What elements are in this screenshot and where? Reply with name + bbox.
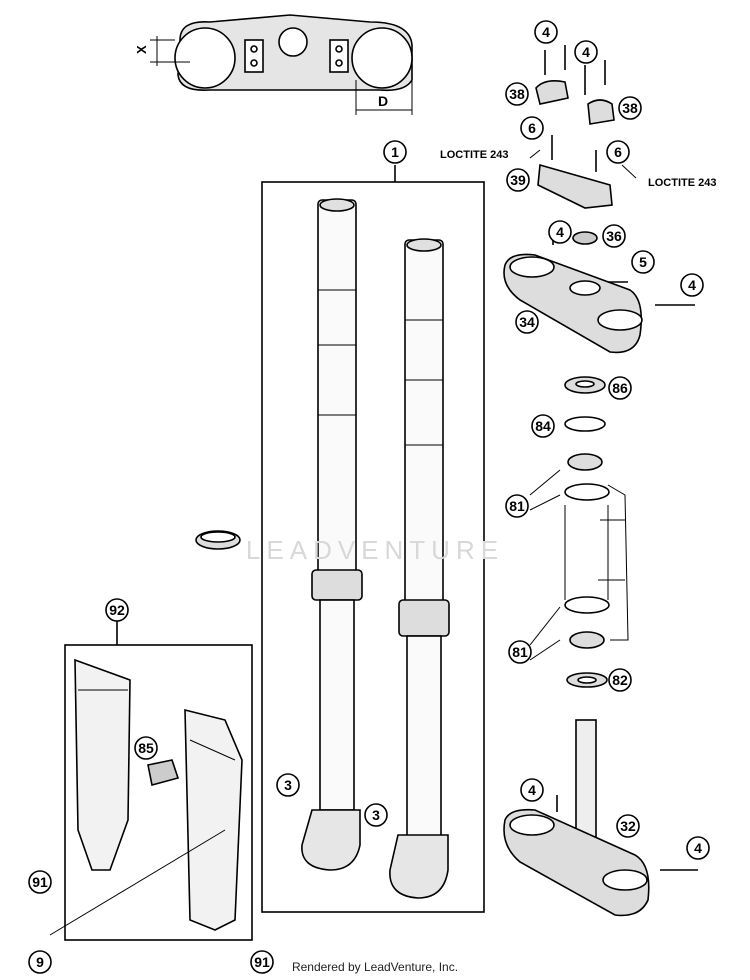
handlebar-clamps bbox=[535, 45, 615, 209]
callout-number: 3 bbox=[372, 807, 380, 823]
callout-number: 4 bbox=[542, 24, 550, 40]
callout-number: 4 bbox=[582, 44, 590, 60]
callout-c38b: 38 bbox=[618, 96, 642, 120]
callout-c92: 92 bbox=[105, 598, 129, 622]
callout-c3b: 3 bbox=[364, 803, 388, 827]
callouts: 1334444445669323436383839818182848586919… bbox=[28, 20, 710, 974]
callout-number: 4 bbox=[556, 224, 564, 240]
callout-c81a: 81 bbox=[505, 494, 529, 518]
callout-c38a: 38 bbox=[505, 82, 529, 106]
callout-number: 1 bbox=[391, 144, 399, 160]
dimension-x-label: X bbox=[134, 45, 149, 54]
callout-number: 81 bbox=[512, 644, 528, 660]
callout-c86: 86 bbox=[608, 376, 632, 400]
callout-number: 6 bbox=[528, 120, 536, 136]
fork-guard-box bbox=[64, 644, 253, 941]
steering-bearings bbox=[564, 376, 610, 688]
callout-c3a: 3 bbox=[276, 773, 300, 797]
callout-number: 3 bbox=[284, 777, 292, 793]
callout-c39: 39 bbox=[506, 168, 530, 192]
callout-number: 32 bbox=[620, 818, 636, 834]
callout-c85: 85 bbox=[134, 736, 158, 760]
callout-c1: 1 bbox=[383, 140, 407, 164]
watermark: LEADVENTURE bbox=[245, 535, 505, 565]
callout-c82: 82 bbox=[608, 668, 632, 692]
callout-number: 86 bbox=[612, 380, 628, 396]
loctite-label-right: LOCTITE 243 bbox=[648, 177, 716, 189]
callout-number: 91 bbox=[32, 874, 48, 890]
callout-number: 85 bbox=[138, 740, 154, 756]
callout-c36: 36 bbox=[602, 224, 626, 248]
callout-number: 91 bbox=[254, 954, 270, 970]
dimension-d-label: D bbox=[378, 93, 388, 109]
callout-number: 34 bbox=[519, 314, 535, 330]
guard-clip bbox=[147, 759, 180, 786]
callout-number: 4 bbox=[528, 782, 536, 798]
callout-c4d: 4 bbox=[680, 273, 704, 297]
leader-lines bbox=[529, 149, 637, 661]
fork-leg-right bbox=[389, 238, 450, 899]
callout-number: 9 bbox=[36, 954, 44, 970]
callout-number: 81 bbox=[509, 498, 525, 514]
callout-number: 5 bbox=[639, 254, 647, 270]
callout-c4b: 4 bbox=[574, 40, 598, 64]
callout-c81b: 81 bbox=[508, 640, 532, 664]
callout-number: 4 bbox=[694, 840, 702, 856]
callout-number: 84 bbox=[535, 418, 551, 434]
fork-guard-left bbox=[74, 658, 131, 871]
loose-ring-part bbox=[195, 530, 241, 550]
upper-triple-clamp bbox=[503, 228, 695, 354]
callout-c4c: 4 bbox=[548, 220, 572, 244]
callout-c84: 84 bbox=[531, 414, 555, 438]
callout-number: 92 bbox=[109, 602, 125, 618]
callout-c4e: 4 bbox=[520, 778, 544, 802]
callout-number: 39 bbox=[510, 172, 526, 188]
callout-number: 6 bbox=[614, 144, 622, 160]
callout-number: 36 bbox=[606, 228, 622, 244]
callout-c91b: 91 bbox=[250, 950, 274, 974]
fork-assembly-box bbox=[261, 181, 485, 913]
callout-number: 82 bbox=[612, 672, 628, 688]
frame-head-tube bbox=[564, 484, 629, 641]
callout-c4a: 4 bbox=[534, 20, 558, 44]
fork-leg-left bbox=[301, 198, 363, 871]
callout-c32: 32 bbox=[616, 814, 640, 838]
fork-guard-right bbox=[184, 708, 243, 931]
callout-c6b: 6 bbox=[606, 140, 630, 164]
callout-c9: 9 bbox=[28, 950, 52, 974]
callout-c91a: 91 bbox=[28, 870, 52, 894]
footer-credit: Rendered by LeadVenture, Inc. bbox=[291, 960, 459, 974]
loctite-label-left: LOCTITE 243 bbox=[440, 149, 508, 161]
callout-c4f: 4 bbox=[686, 836, 710, 860]
callout-c34: 34 bbox=[515, 310, 539, 334]
callout-number: 4 bbox=[688, 277, 696, 293]
callout-number: 38 bbox=[509, 86, 525, 102]
lower-triple-clamp bbox=[503, 719, 698, 917]
triple-clamp-dimension-view bbox=[150, 14, 413, 115]
callout-number: 38 bbox=[622, 100, 638, 116]
callout-c5: 5 bbox=[631, 250, 655, 274]
callout-c6a: 6 bbox=[520, 116, 544, 140]
